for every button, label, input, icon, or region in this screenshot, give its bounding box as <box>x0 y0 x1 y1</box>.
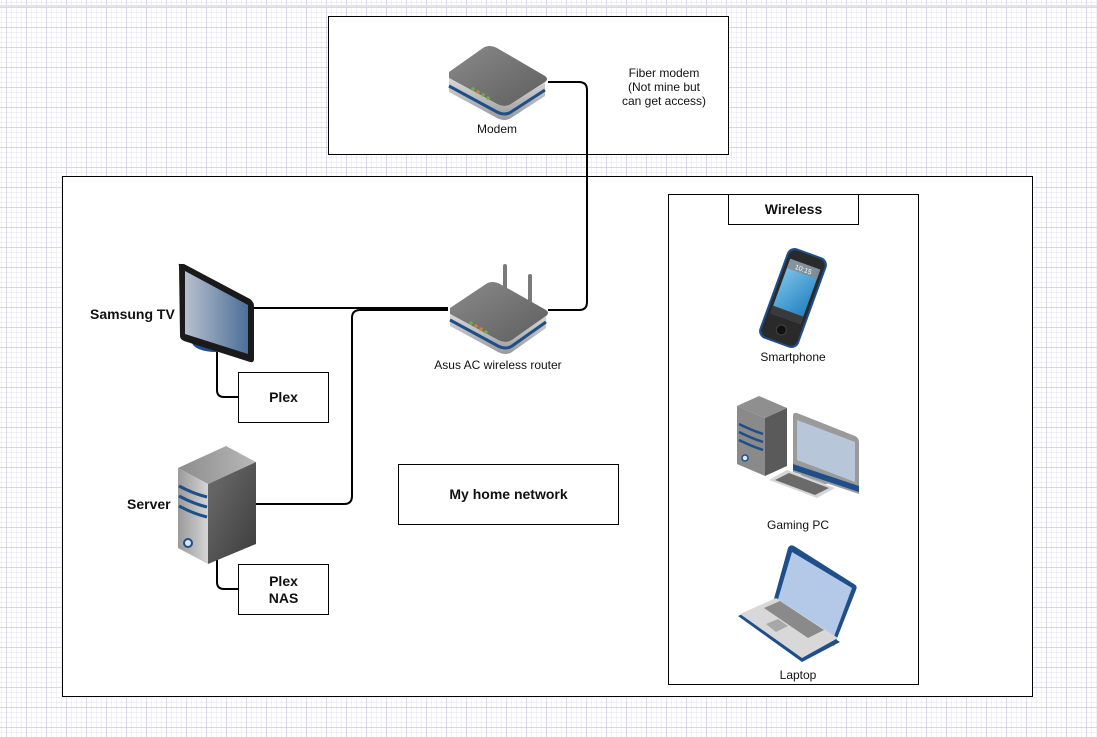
plex-box[interactable]: Plex <box>238 372 329 423</box>
smartphone-label: Smartphone <box>760 350 826 364</box>
home-network-label-box[interactable]: My home network <box>398 464 619 525</box>
wire-modem-router[interactable] <box>548 81 588 311</box>
plex-nas-line1: Plex <box>269 572 298 589</box>
plex-nas-line2: NAS <box>268 589 299 606</box>
wireless-label-box[interactable]: Wireless <box>728 194 859 225</box>
fiber-modem-note: Fiber modem (Not mine but can get access… <box>604 66 724 108</box>
home-network-label: My home network <box>449 486 568 502</box>
gaming-pc-label: Gaming PC <box>766 518 830 532</box>
server-icon[interactable] <box>176 444 258 566</box>
canvas-top-edge <box>0 5 1097 7</box>
laptop-label: Laptop <box>779 668 817 682</box>
plex-label: Plex <box>269 389 298 405</box>
modem-icon[interactable] <box>445 42 551 120</box>
modem-label: Modem <box>476 122 517 136</box>
wire-tv-plex[interactable] <box>216 352 239 398</box>
fiber-modem-note-text: Fiber modem (Not mine but can get access… <box>621 66 707 108</box>
server-label: Server <box>127 496 171 512</box>
laptop-icon[interactable] <box>736 544 860 668</box>
desktop-pc-icon[interactable] <box>735 394 861 498</box>
plex-nas-box[interactable]: Plex NAS <box>238 564 329 615</box>
smartphone-icon[interactable]: 10:15 <box>754 246 832 350</box>
wire-server-plexnas[interactable] <box>216 560 239 590</box>
router-icon[interactable] <box>446 262 552 358</box>
tv-icon[interactable] <box>176 262 256 366</box>
router-label: Asus AC wireless router <box>434 358 562 372</box>
wireless-label: Wireless <box>764 201 823 217</box>
wire-router-server[interactable] <box>254 309 448 505</box>
tv-label: Samsung TV <box>90 306 175 322</box>
